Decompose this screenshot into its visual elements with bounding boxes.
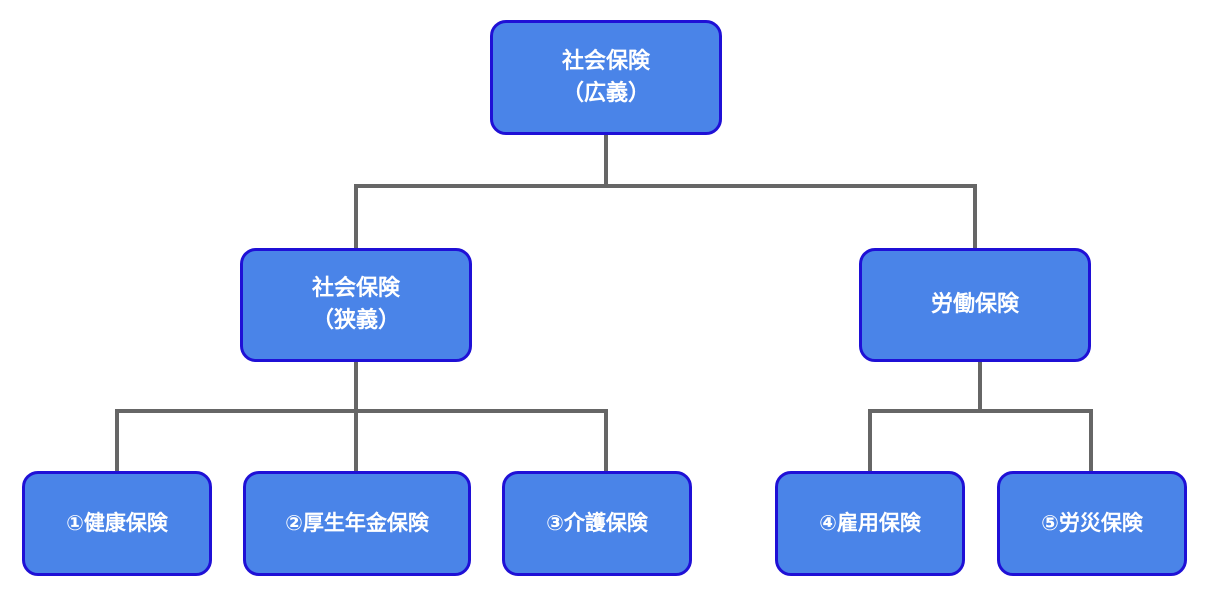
- node-sublabel: （広義）: [561, 80, 650, 106]
- node-social-insurance-narrow: 社会保険 （狭義）: [240, 248, 472, 362]
- node-sublabel: （狭義）: [311, 308, 400, 333]
- node-label: ③介護保険: [546, 511, 648, 536]
- node-labor-insurance: 労働保険: [859, 248, 1091, 362]
- node-social-insurance-broad: 社会保険 （広義）: [490, 20, 722, 135]
- node-label: ①健康保険: [66, 511, 168, 536]
- node-label: ⑤労災保険: [1041, 511, 1143, 536]
- node-label: 社会保険: [311, 276, 400, 302]
- leaf-employment-insurance: ④雇用保険: [775, 471, 965, 576]
- leaf-health-insurance: ①健康保険: [22, 471, 212, 576]
- node-label: 社会保険: [561, 48, 650, 74]
- node-label: 労働保険: [930, 292, 1019, 318]
- leaf-nursing-care-insurance: ③介護保険: [502, 471, 692, 576]
- leaf-employees-pension: ②厚生年金保険: [243, 471, 471, 576]
- leaf-workers-compensation: ⑤労災保険: [997, 471, 1187, 576]
- node-label: ②厚生年金保険: [285, 511, 429, 536]
- node-label: ④雇用保険: [819, 511, 921, 536]
